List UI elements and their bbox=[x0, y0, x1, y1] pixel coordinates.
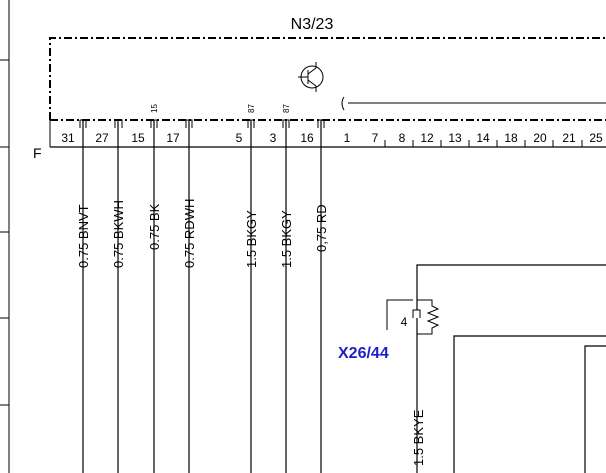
component-title: N3/23 bbox=[291, 16, 334, 33]
wire-label: 0.75 BK bbox=[147, 203, 162, 250]
pin-label: 8 bbox=[399, 131, 406, 145]
wire-label: 0,75 RD bbox=[314, 204, 329, 252]
superscript-15: 15 bbox=[150, 104, 159, 113]
internal-arc bbox=[341, 96, 345, 111]
wire-label: 0.75 BNVT bbox=[76, 204, 91, 268]
pin-label: 25 bbox=[589, 131, 603, 145]
pin-label: 1 bbox=[344, 131, 351, 145]
wire-31: 0.75 BNVT bbox=[76, 119, 91, 473]
wire-3: 1.5 BKGY bbox=[279, 119, 294, 473]
transistor-icon bbox=[298, 62, 324, 92]
superscript-87-a: 87 bbox=[247, 104, 256, 113]
pin-label: 18 bbox=[504, 131, 518, 145]
pin-label: 3 bbox=[270, 131, 277, 145]
connector-stub bbox=[412, 309, 421, 318]
wire-label: 0.75 RDWH bbox=[182, 199, 197, 268]
pin-label: 27 bbox=[95, 131, 109, 145]
module-box-outer bbox=[453, 335, 606, 473]
component-outline bbox=[49, 37, 606, 120]
wire-label: 1.5 BKGY bbox=[244, 210, 259, 268]
wire-label: 1.5 BKGY bbox=[279, 210, 294, 268]
pin-label: 5 bbox=[236, 131, 243, 145]
pin-label: 20 bbox=[533, 131, 547, 145]
pin-ticks bbox=[384, 140, 583, 147]
pin-label: 15 bbox=[131, 131, 145, 145]
module-box-inner bbox=[584, 345, 606, 473]
pin-label: 21 bbox=[562, 131, 576, 145]
pin-label: 31 bbox=[61, 131, 75, 145]
wire-17: 0.75 RDWH bbox=[182, 119, 197, 473]
edge-label-f: F bbox=[33, 145, 42, 161]
wire-27: 0.75 BKWH bbox=[111, 119, 126, 473]
pin-labels: 31 27 15 17 5 3 16 1 7 8 12 13 14 18 20 … bbox=[61, 131, 603, 145]
resistor-icon bbox=[417, 299, 440, 335]
pin-label: 16 bbox=[300, 131, 314, 145]
pin-label: 17 bbox=[166, 131, 180, 145]
pin-label: 14 bbox=[476, 131, 490, 145]
wire-label: 0.75 BKWH bbox=[111, 200, 126, 268]
wire-15: 0.75 BK bbox=[147, 119, 162, 473]
wire-label: 1.5 BKYE bbox=[411, 409, 426, 466]
connector-label: X26/44 bbox=[338, 345, 389, 362]
supply-line bbox=[416, 264, 606, 310]
superscript-87-b: 87 bbox=[282, 104, 291, 113]
wire-5: 1.5 BKGY bbox=[244, 119, 259, 473]
wire-16: 0,75 RD bbox=[314, 119, 329, 473]
pin-label: 13 bbox=[448, 131, 462, 145]
pin-label: 12 bbox=[420, 131, 434, 145]
connector-pin-label: 4 bbox=[401, 315, 408, 329]
pin-label: 7 bbox=[372, 131, 379, 145]
connector-bracket bbox=[386, 299, 413, 330]
